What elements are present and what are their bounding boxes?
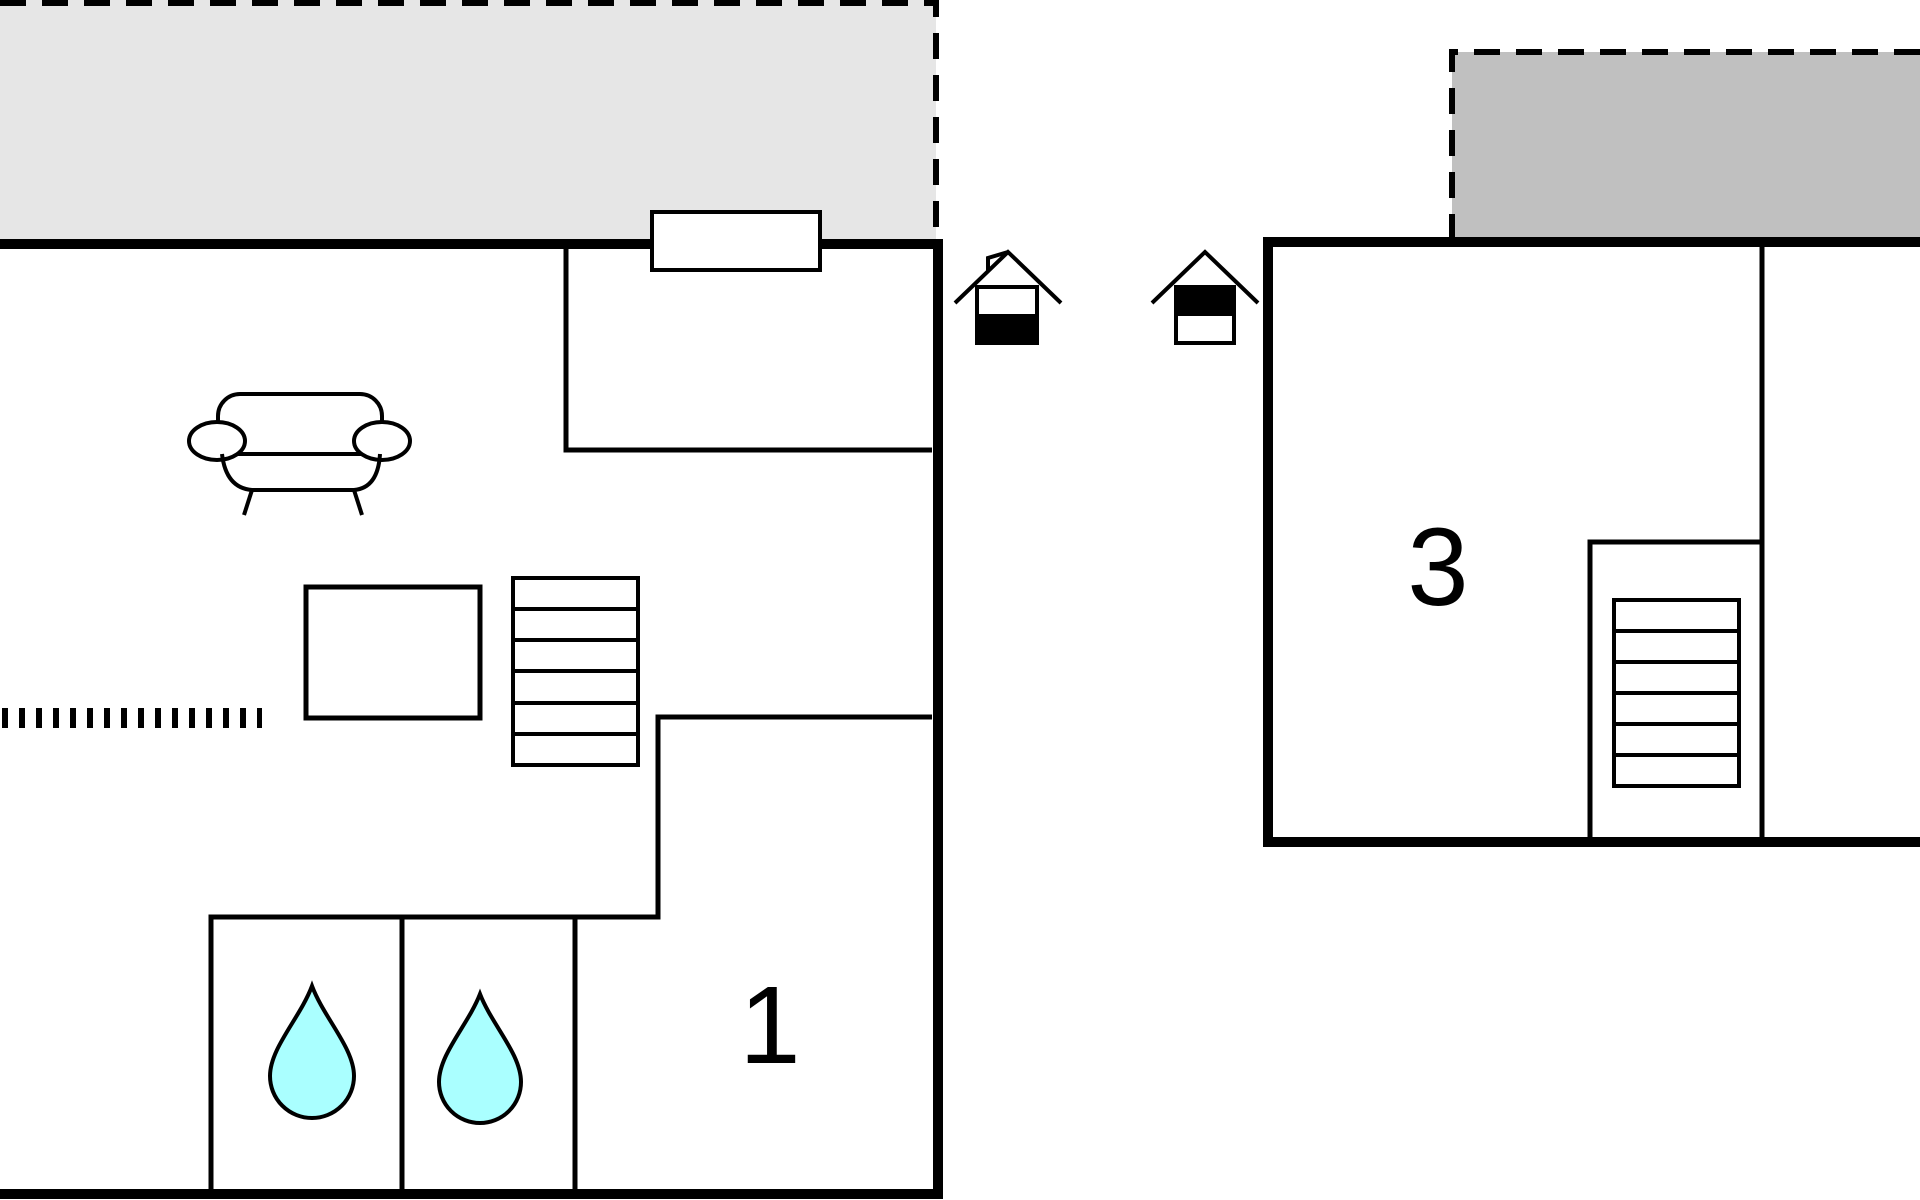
- water-drop-icon: [267, 980, 357, 1120]
- room-3-label: 3: [1407, 506, 1468, 629]
- left-building: 1: [0, 0, 943, 1199]
- window-icon: [650, 210, 822, 272]
- terrace-left: [0, 0, 936, 240]
- wall-room-1: [208, 714, 932, 1190]
- room-1-label: 1: [739, 964, 800, 1087]
- terrace-right-dashed-border: [1449, 49, 1920, 240]
- terrace-left-dashed-border: [0, 0, 939, 240]
- sofa-icon: [187, 392, 412, 516]
- right-building: 3: [1263, 49, 1920, 847]
- wall-stair-room: [1587, 539, 1762, 838]
- water-drop-icon: [436, 988, 524, 1125]
- outer-wall-right-building: [1263, 237, 1920, 847]
- house-floor-up-icon: [1150, 249, 1260, 345]
- wall-upper-room: [563, 248, 932, 453]
- house-floor-down-icon: [953, 249, 1063, 345]
- outer-wall-left-building: [0, 239, 943, 1199]
- stairs-icon: [511, 576, 640, 767]
- table-icon: [303, 584, 483, 721]
- terrace-right: [1452, 52, 1920, 242]
- stairs-icon: [1612, 598, 1741, 788]
